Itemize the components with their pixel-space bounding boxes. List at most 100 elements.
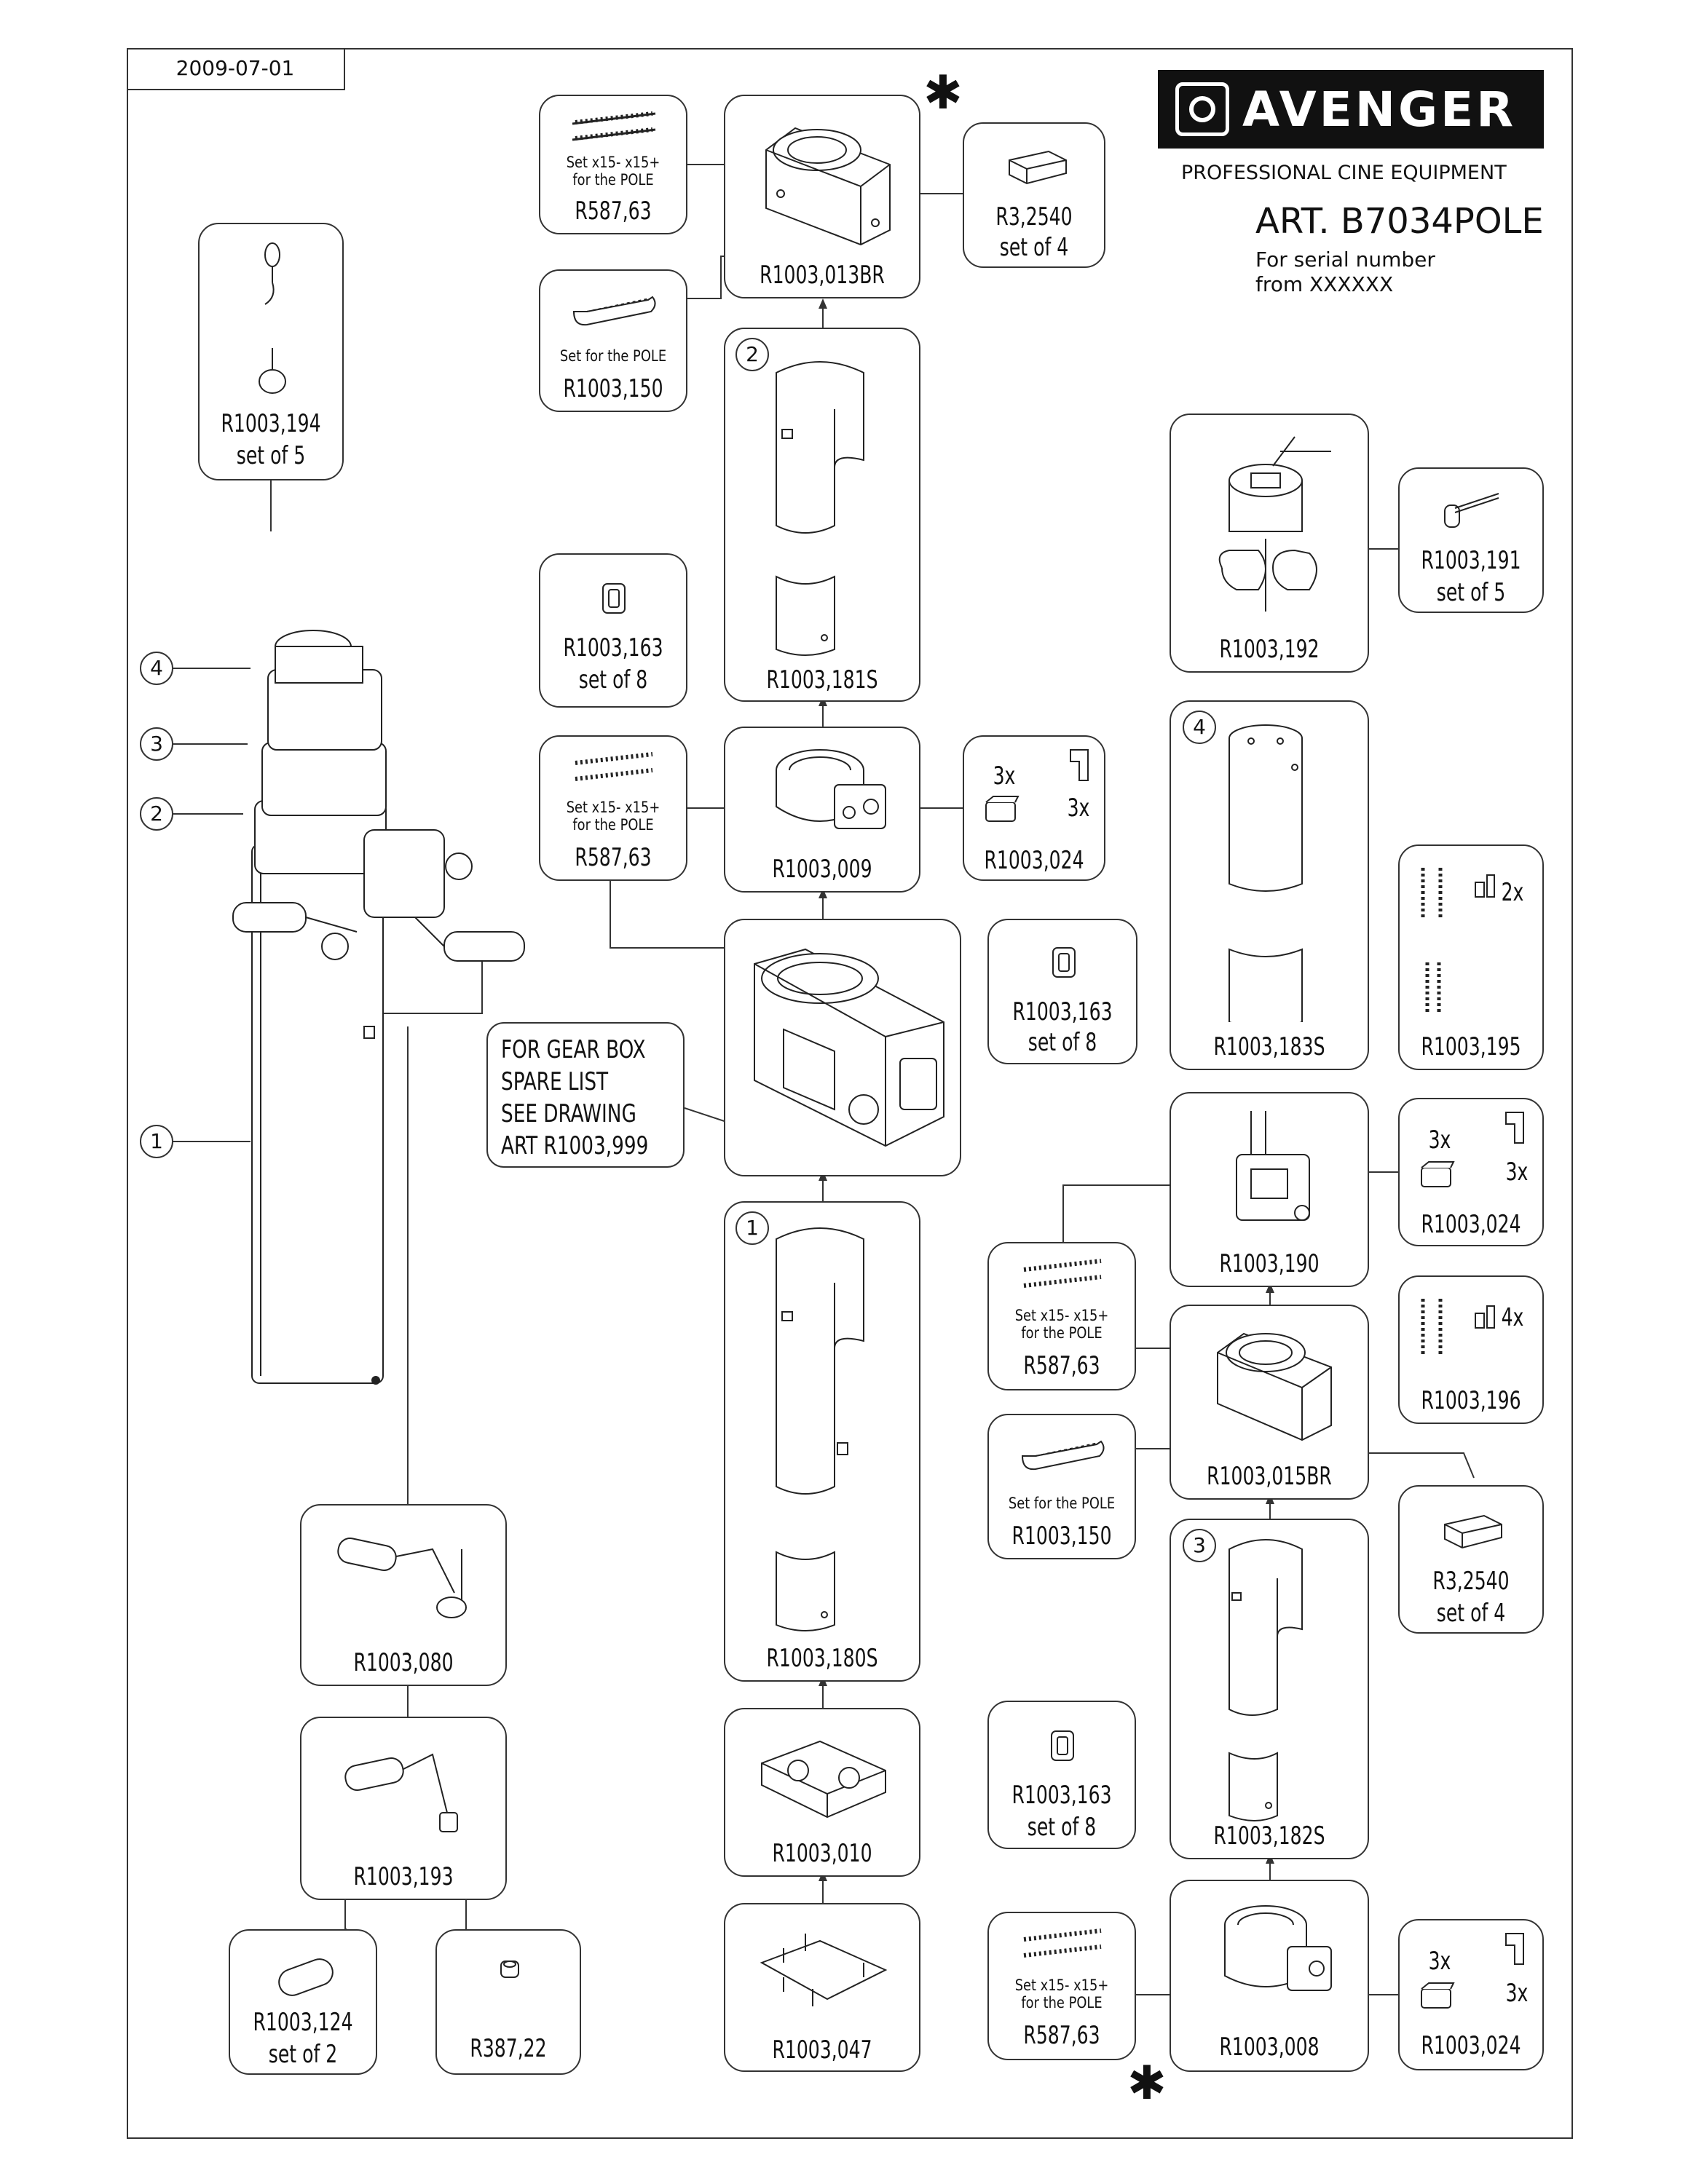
latch-icon: [1070, 749, 1089, 781]
callout-4: 4: [140, 652, 173, 685]
gearbox-housing-icon: [754, 948, 944, 1147]
part-description: Set for the POLE: [559, 347, 667, 365]
end-cap-icon: [1444, 1514, 1502, 1549]
section-callout: 3: [1183, 1529, 1216, 1562]
pole-section-4-icon: [1228, 724, 1303, 1022]
part-number: R1003,009: [772, 855, 872, 884]
part-card-r587-bottom[interactable]: Set x15- x15+ for the POLE R587,63: [987, 1912, 1136, 2060]
base-plate-icon: [760, 1934, 888, 2006]
part-card-r1003-080[interactable]: R1003,080: [300, 1504, 507, 1686]
part-number: R1003,190: [1219, 1249, 1320, 1278]
part-description-2: for the POLE: [1021, 1324, 1103, 1342]
part-number: R1003,180S: [766, 1644, 878, 1673]
part-card-r1003-196[interactable]: 4x R1003,196: [1398, 1275, 1544, 1424]
part-description-1: Set x15- x15+: [1014, 1307, 1109, 1324]
part-card-r587-top[interactable]: Set x15- x15+ for the POLE R587,63: [539, 95, 687, 234]
part-number: R587,63: [1023, 1351, 1100, 1380]
part-description-2: for the POLE: [1021, 1994, 1103, 2011]
part-quantity: set of 2: [268, 2040, 338, 2069]
part-card-r1003-191[interactable]: R1003,191 set of 5: [1398, 467, 1544, 613]
part-card-r1003-024-a[interactable]: 3x 3x R1003,024: [963, 735, 1105, 881]
note-line-1: FOR GEAR BOX: [501, 1035, 646, 1064]
block-icon: [985, 796, 1019, 822]
part-number: R1003,192: [1219, 635, 1320, 664]
block-icon: [1421, 1982, 1455, 2009]
part-number: R1003,010: [772, 1839, 872, 1868]
gearbox-note: FOR GEAR BOX SPARE LIST SEE DRAWING ART …: [486, 1025, 685, 1171]
part-number: R1003,047: [772, 2035, 872, 2065]
clip-icon: [1052, 947, 1076, 978]
part-description: Set for the POLE: [1008, 1495, 1116, 1512]
part-card-r587-mid[interactable]: Set x15- x15+ for the POLE R587,63: [539, 735, 687, 881]
part-card-r1003-181s[interactable]: 2 R1003,181S: [724, 328, 920, 702]
part-card-r1003-010[interactable]: R1003,010: [724, 1708, 920, 1877]
part-card-r3-2540-top[interactable]: R3,2540 set of 4: [963, 122, 1105, 268]
part-card-r1003-009[interactable]: R1003,009: [724, 727, 920, 893]
gear-tray-icon: [761, 1740, 886, 1819]
note-line-2: SPARE LIST: [501, 1067, 609, 1096]
end-cap-icon: [1009, 150, 1067, 185]
brand-logo: AVENGER: [1158, 70, 1544, 149]
part-number: R1003,183S: [1213, 1032, 1325, 1061]
section-callout: 1: [735, 1211, 769, 1245]
part-card-r1003-180s[interactable]: 1 R1003,180S: [724, 1201, 920, 1682]
part-card-r1003-195[interactable]: 2x R1003,195: [1398, 844, 1544, 1070]
part-number: R587,63: [575, 843, 652, 872]
part-card-r1003-024-c[interactable]: 3x 3x R1003,024: [1398, 1919, 1544, 2070]
part-quantity-1: 3x: [1428, 1125, 1451, 1155]
part-card-r387-22[interactable]: R387,22: [435, 1929, 581, 2075]
part-card-r1003-194[interactable]: R1003,194 set of 5: [198, 223, 344, 480]
section-callout: 2: [735, 338, 769, 371]
part-card-r1003-163-a[interactable]: R1003,163 set of 8: [539, 553, 687, 708]
part-quantity: set of 5: [1436, 578, 1506, 607]
part-quantity: set of 4: [999, 233, 1069, 262]
pole-section-1-icon: [776, 1227, 864, 1631]
part-quantity: set of 8: [578, 665, 648, 695]
part-quantity: set of 8: [1028, 1028, 1097, 1057]
part-description-2: for the POLE: [572, 816, 654, 834]
part-card-r1003-190[interactable]: R1003,190: [1170, 1092, 1369, 1287]
part-card-r1003-013br[interactable]: R1003,013BR: [724, 95, 920, 298]
part-card-r1003-150-right[interactable]: Set for the POLE R1003,150: [987, 1414, 1136, 1559]
part-number: R1003,013BR: [760, 261, 885, 290]
part-card-r1003-008[interactable]: R1003,008: [1170, 1880, 1369, 2072]
star-marker-bottom: ✱: [1127, 2057, 1167, 2110]
part-number: R587,63: [575, 197, 652, 226]
crank-handle-icon: [337, 1538, 467, 1618]
clip-icon: [602, 583, 626, 614]
lower-housing-icon: [1217, 1332, 1332, 1441]
top-cap-assembly-icon: [1218, 436, 1331, 612]
part-number: R1003,182S: [1213, 1821, 1325, 1851]
part-card-r1003-193[interactable]: R1003,193: [300, 1717, 507, 1900]
part-card-r1003-182s[interactable]: 3 R1003,182S: [1170, 1519, 1369, 1859]
part-number: R1003,194: [221, 409, 321, 438]
drive-unit-icon: [1236, 1111, 1310, 1221]
part-card-gearbox[interactable]: [724, 919, 961, 1176]
part-number: R1003,024: [1421, 2031, 1521, 2060]
pole-section-2-icon: [776, 361, 864, 656]
part-card-r1003-024-b[interactable]: 3x 3x R1003,024: [1398, 1098, 1544, 1246]
part-quantity-2: 3x: [1505, 1979, 1529, 2008]
part-card-r1003-183s[interactable]: 4 R1003,183S: [1170, 700, 1369, 1070]
clip-icon: [1051, 1730, 1074, 1761]
part-card-r587-right[interactable]: Set x15- x15+ for the POLE R587,63: [987, 1242, 1136, 1390]
part-number: R1003,024: [1421, 1210, 1521, 1239]
part-card-r1003-163-c[interactable]: R1003,163 set of 8: [987, 1701, 1136, 1849]
callout-3: 3: [140, 727, 173, 761]
part-card-r1003-192[interactable]: R1003,192: [1170, 414, 1369, 673]
part-card-r3-2540-right[interactable]: R3,2540 set of 4: [1398, 1485, 1544, 1634]
part-card-r1003-124[interactable]: R1003,124 set of 2: [229, 1929, 377, 2075]
part-card-r1003-163-b[interactable]: R1003,163 set of 8: [987, 919, 1137, 1064]
part-number: R1003,124: [253, 2008, 353, 2037]
part-number: R1003,195: [1421, 1032, 1521, 1061]
part-number: R1003,163: [1011, 1781, 1112, 1810]
part-card-r1003-150-top[interactable]: Set for the POLE R1003,150: [539, 269, 687, 412]
part-card-r1003-047[interactable]: R1003,047: [724, 1903, 920, 2072]
date-box: 2009-07-01: [127, 48, 345, 90]
latch-icon: [1505, 1112, 1524, 1144]
crank-arm-icon: [344, 1753, 458, 1832]
latch-icon: [1505, 1933, 1524, 1965]
serial-line-1: For serial number: [1255, 248, 1435, 272]
rubber-strip-icon: [1023, 1928, 1102, 1958]
part-card-r1003-015br[interactable]: R1003,015BR: [1170, 1305, 1369, 1500]
